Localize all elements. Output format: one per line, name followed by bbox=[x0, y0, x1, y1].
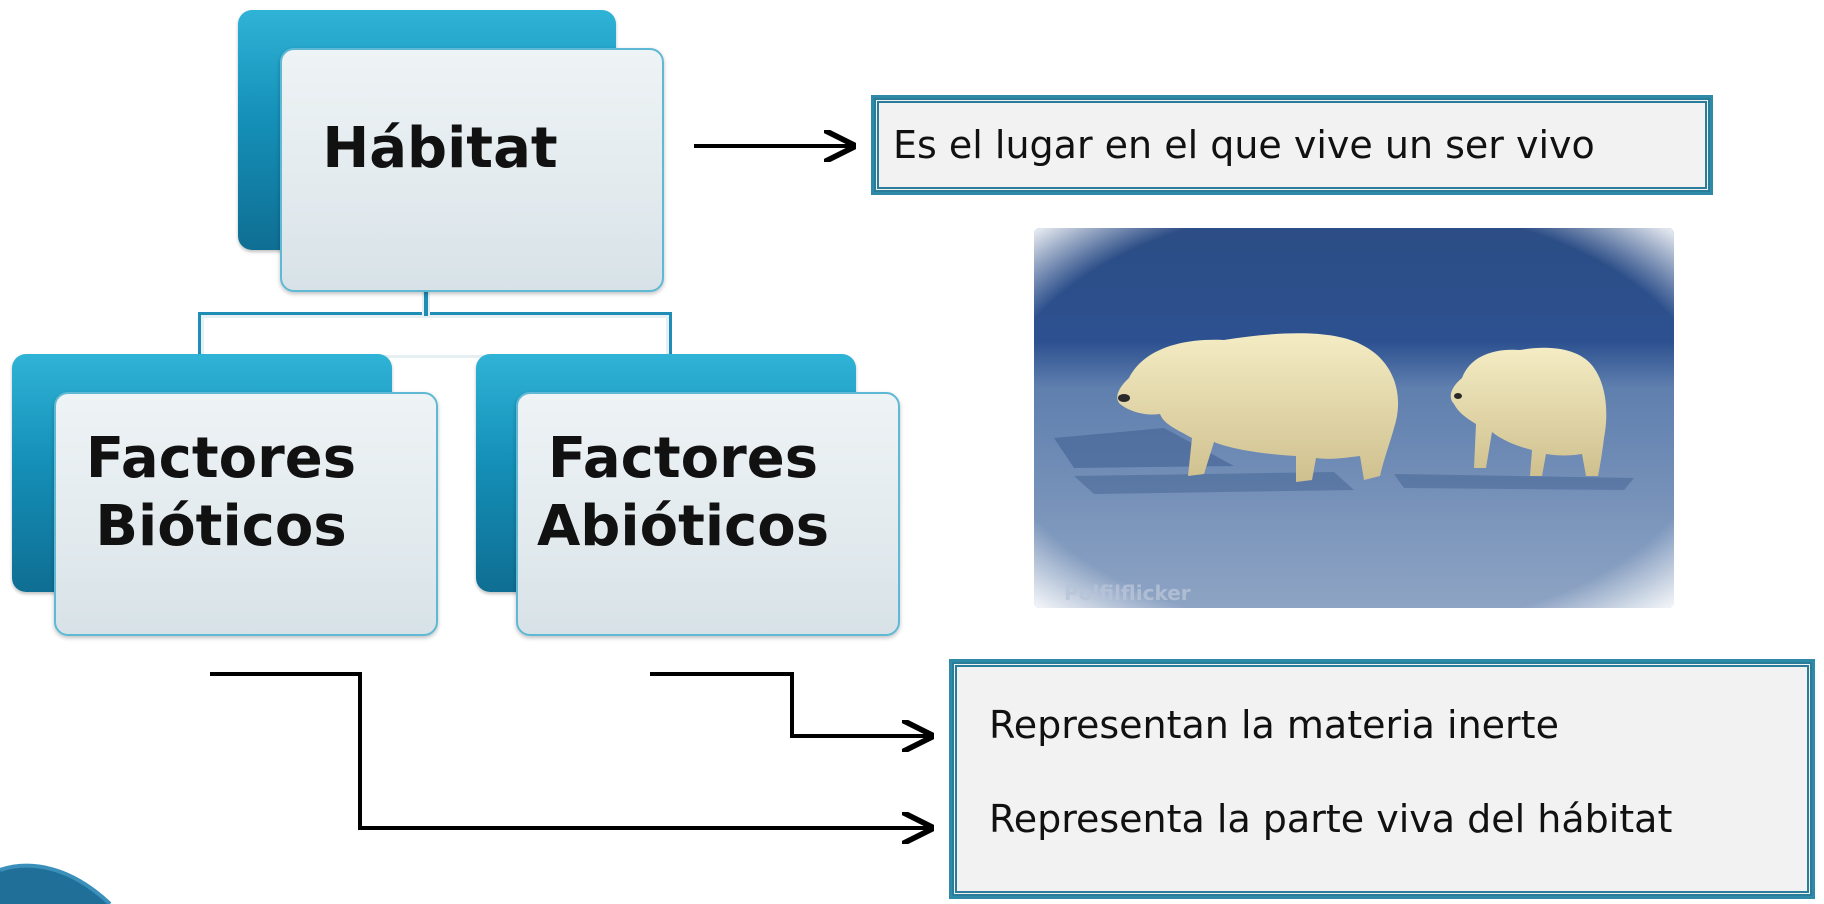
slide-corner-accent bbox=[0, 863, 112, 904]
photo-watermark: Polfilflicker bbox=[1064, 581, 1191, 605]
polar-bear-photo: Polfilflicker bbox=[1034, 228, 1674, 608]
bioticos-node: Factores Bióticos bbox=[54, 392, 438, 636]
habitat-node: Hábitat bbox=[280, 48, 664, 292]
factors-definition-box: Representan la materia inerte Representa… bbox=[952, 662, 1812, 896]
abioticos-label-line2: Abióticos bbox=[536, 494, 830, 559]
abioticos-arrow bbox=[650, 672, 930, 736]
abioticos-node: Factores Abióticos bbox=[516, 392, 900, 636]
polar-bear-image: Polfilflicker bbox=[1034, 228, 1674, 608]
abioticos-node-label: Factores Abióticos bbox=[537, 425, 829, 562]
habitat-definition-box: Es el lugar en el que vive un ser vivo bbox=[874, 98, 1710, 192]
bioticos-label-line2: Bióticos bbox=[95, 494, 347, 559]
habitat-definition-text: Es el lugar en el que vive un ser vivo bbox=[893, 123, 1595, 167]
bioticos-definition-text: Representa la parte viva del hábitat bbox=[989, 797, 1673, 841]
hierarchy-connector bbox=[198, 312, 672, 358]
bioticos-node-label: Factores Bióticos bbox=[86, 425, 356, 562]
abioticos-label-line1: Factores bbox=[547, 425, 819, 491]
abioticos-definition-text: Representan la materia inerte bbox=[989, 703, 1559, 747]
bioticos-label-line1: Factores bbox=[85, 425, 357, 491]
habitat-node-label: Hábitat bbox=[322, 115, 558, 181]
bioticos-arrow bbox=[210, 672, 930, 828]
